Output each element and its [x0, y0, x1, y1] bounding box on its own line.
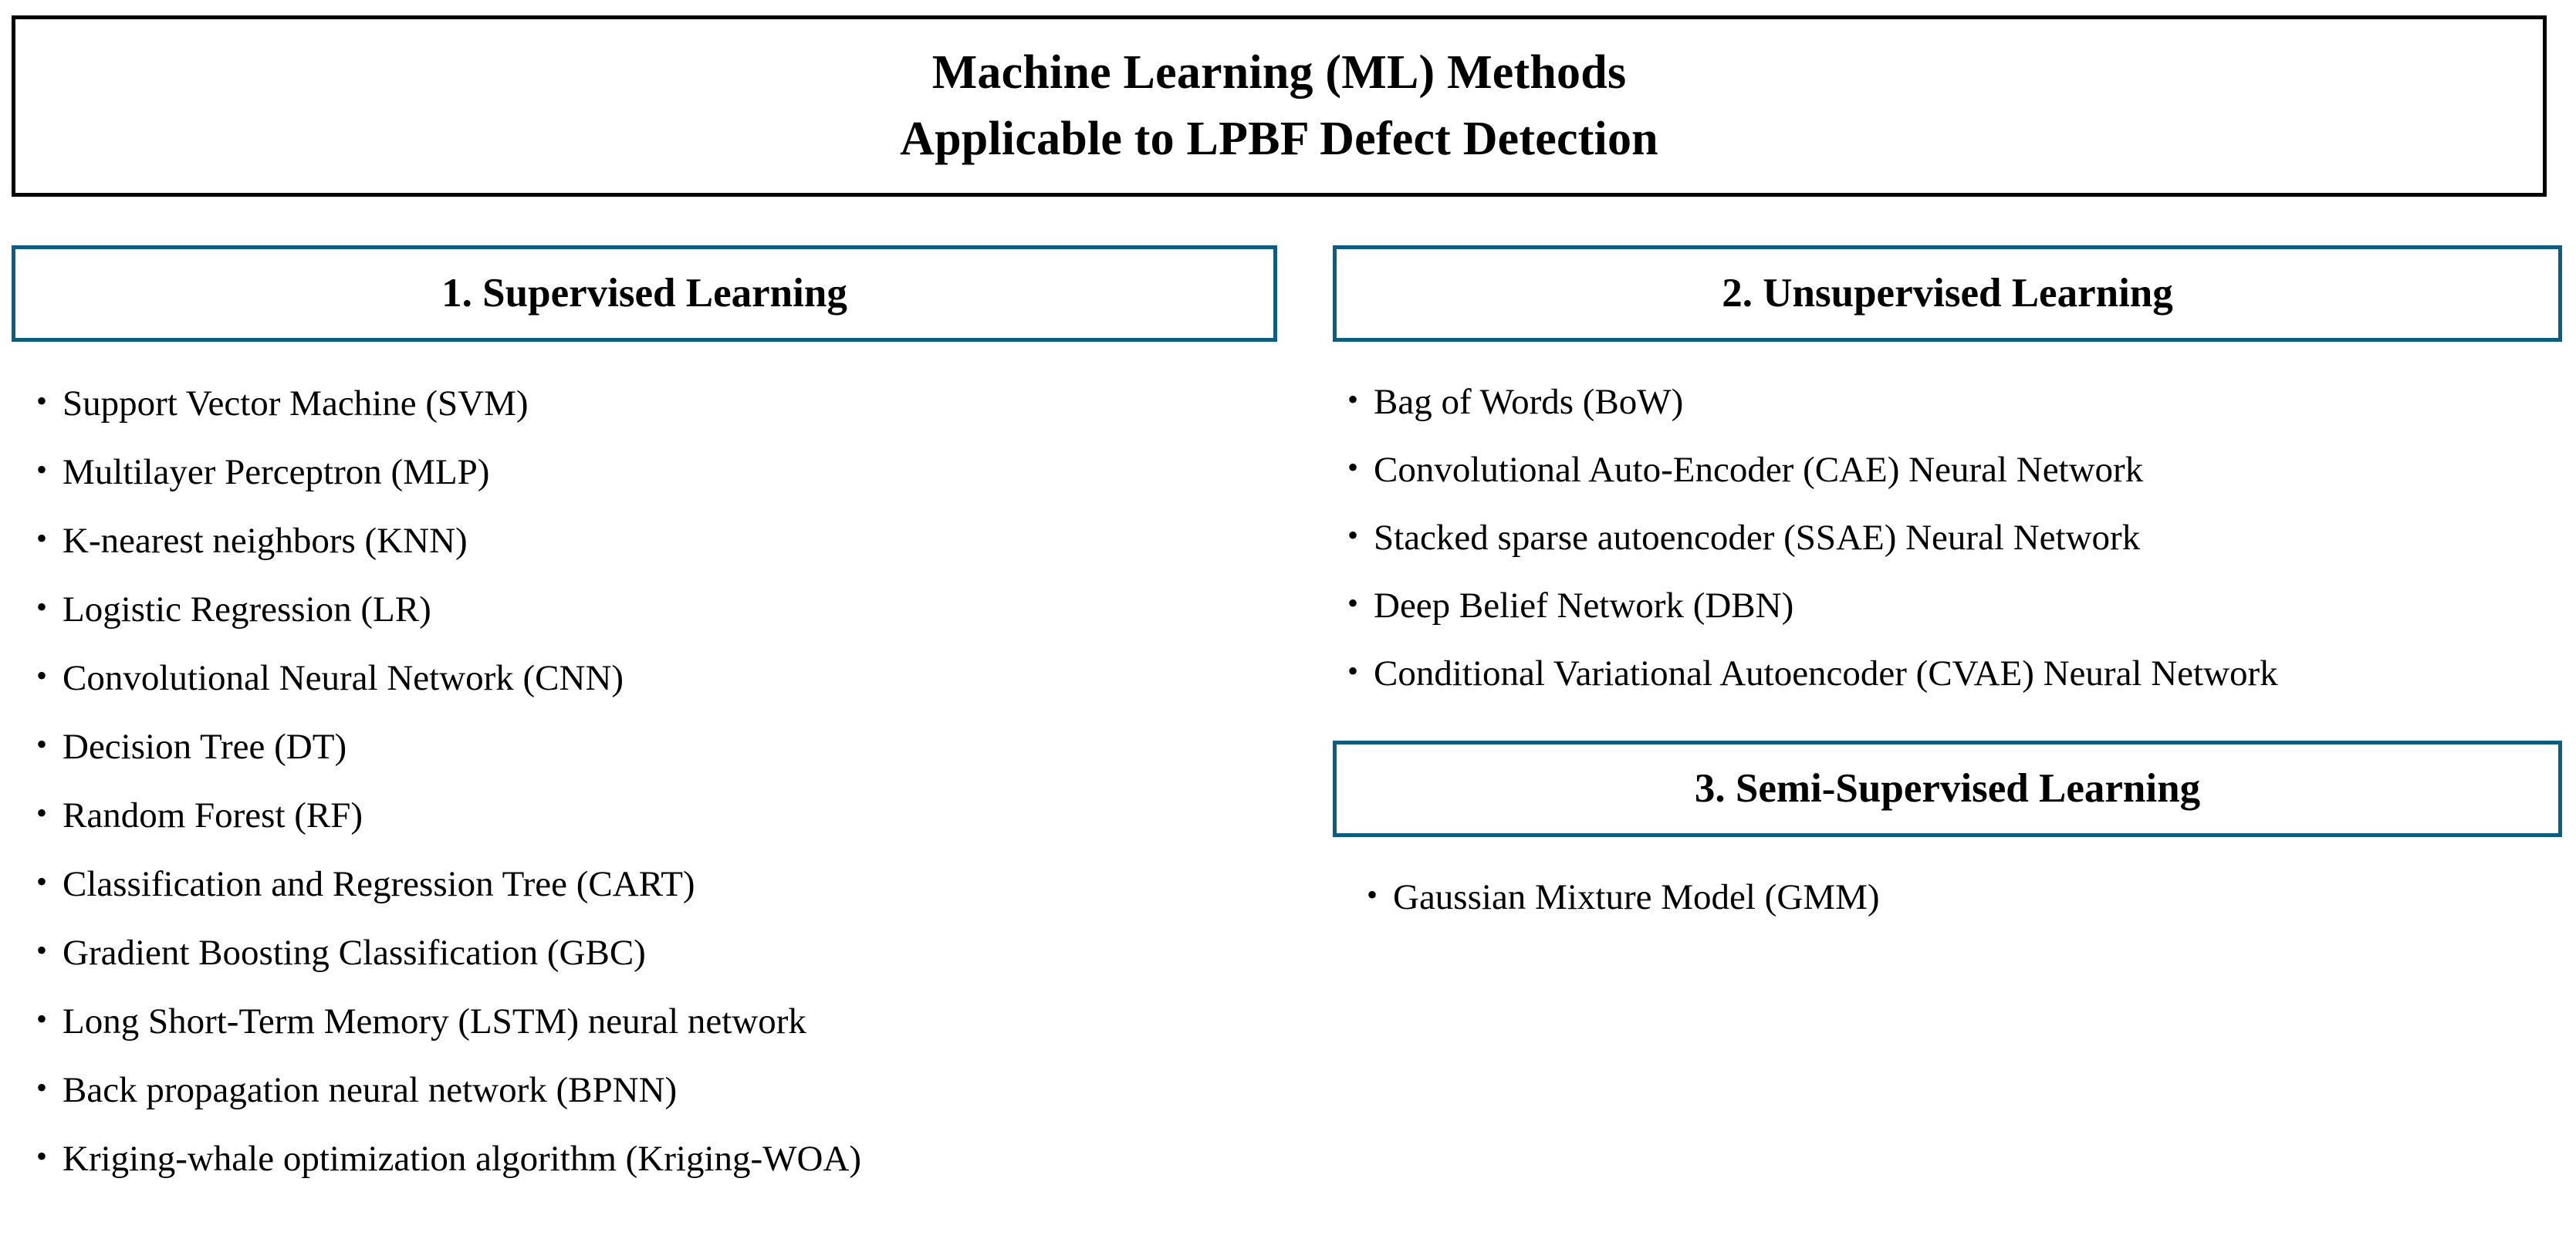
list-item: • Convolutional Neural Network (CNN)	[25, 660, 1277, 697]
section-title-unsupervised: 2. Unsupervised Learning	[1722, 271, 2173, 316]
list-item-label: Gaussian Mixture Model (GMM)	[1393, 877, 1880, 917]
bullet-icon: •	[36, 658, 48, 693]
list-item: • Conditional Variational Autoencoder (C…	[1337, 656, 2562, 692]
list-item: • Deep Belief Network (DBN)	[1337, 588, 2562, 624]
bullet-icon: •	[36, 795, 48, 830]
diagram-title-box: Machine Learning (ML) Methods Applicable…	[12, 15, 2547, 197]
list-item: • Random Forest (RF)	[25, 798, 1277, 834]
bullet-icon: •	[1367, 877, 1378, 912]
list-item: • Long Short-Term Memory (LSTM) neural n…	[25, 1004, 1277, 1040]
bullet-icon: •	[36, 383, 48, 418]
bullet-icon: •	[36, 1139, 48, 1173]
list-item-label: Logistic Regression (LR)	[63, 589, 431, 630]
list-item: • Support Vector Machine (SVM)	[25, 386, 1277, 422]
bullet-icon: •	[1347, 518, 1359, 552]
bullet-icon: •	[36, 727, 48, 761]
list-item-label: Conditional Variational Autoencoder (CVA…	[1374, 653, 2278, 694]
section-header-semi-supervised: 3. Semi-Supervised Learning	[1333, 741, 2562, 837]
list-item-label: Support Vector Machine (SVM)	[63, 383, 529, 424]
unsupervised-methods-list: • Bag of Words (BoW) • Convolutional Aut…	[1337, 384, 2562, 692]
bullet-icon: •	[36, 1001, 48, 1036]
section-title-semi-supervised: 3. Semi-Supervised Learning	[1694, 766, 2201, 812]
list-item: • Gaussian Mixture Model (GMM)	[1356, 880, 2562, 916]
list-item-label: Bag of Words (BoW)	[1374, 382, 1684, 422]
list-item-label: Back propagation neural network (BPNN)	[63, 1070, 678, 1110]
list-item: • Multilayer Perceptron (MLP)	[25, 454, 1277, 491]
list-item-label: Deep Belief Network (DBN)	[1374, 586, 1794, 626]
list-item-label: Kriging-whale optimization algorithm (Kr…	[63, 1139, 862, 1179]
semi-supervised-methods-list: • Gaussian Mixture Model (GMM)	[1356, 880, 2562, 916]
list-item-label: Multilayer Perceptron (MLP)	[63, 452, 490, 492]
list-item-label: Stacked sparse autoencoder (SSAE) Neural…	[1374, 518, 2141, 558]
list-item-label: K-nearest neighbors (KNN)	[63, 521, 468, 561]
bullet-icon: •	[36, 589, 48, 624]
list-item: • K-nearest neighbors (KNN)	[25, 523, 1277, 559]
list-item: • Classification and Regression Tree (CA…	[25, 866, 1277, 903]
list-item-label: Classification and Regression Tree (CART…	[63, 864, 695, 904]
list-item-label: Long Short-Term Memory (LSTM) neural net…	[63, 1001, 806, 1042]
list-item-label: Convolutional Auto-Encoder (CAE) Neural …	[1374, 450, 2144, 490]
list-item: • Decision Tree (DT)	[25, 729, 1277, 765]
section-header-unsupervised: 2. Unsupervised Learning	[1333, 245, 2562, 342]
bullet-icon: •	[1347, 653, 1359, 688]
bullet-icon: •	[36, 1070, 48, 1105]
page-title-line-1: Machine Learning (ML) Methods	[931, 46, 1627, 99]
semi-supervised-header-wrapper: 3. Semi-Supervised Learning	[1333, 741, 2562, 837]
list-item-label: Decision Tree (DT)	[63, 727, 347, 767]
list-item: • Stacked sparse autoencoder (SSAE) Neur…	[1337, 520, 2562, 556]
bullet-icon: •	[1347, 586, 1359, 620]
bullet-icon: •	[36, 521, 48, 555]
bullet-icon: •	[36, 864, 48, 899]
page-title-line-2: Applicable to LPBF Defect Detection	[900, 112, 1658, 165]
list-item: • Kriging-whale optimization algorithm (…	[25, 1141, 1277, 1177]
bullet-icon: •	[1347, 450, 1359, 485]
list-item: • Gradient Boosting Classification (GBC)	[25, 935, 1277, 971]
list-item-label: Gradient Boosting Classification (GBC)	[63, 933, 646, 973]
list-item: • Back propagation neural network (BPNN)	[25, 1072, 1277, 1109]
section-title-supervised: 1. Supervised Learning	[441, 271, 847, 316]
list-item-label: Random Forest (RF)	[63, 795, 363, 836]
list-item: • Bag of Words (BoW)	[1337, 384, 2562, 420]
bullet-icon: •	[36, 933, 48, 967]
list-item-label: Convolutional Neural Network (CNN)	[63, 658, 624, 698]
section-header-supervised: 1. Supervised Learning	[12, 245, 1277, 342]
supervised-methods-list: • Support Vector Machine (SVM) • Multila…	[25, 386, 1277, 1177]
bullet-icon: •	[36, 452, 48, 487]
bullet-icon: •	[1347, 382, 1359, 417]
column-supervised: 1. Supervised Learning • Support Vector …	[12, 245, 1277, 1210]
list-item: • Logistic Regression (LR)	[25, 592, 1277, 628]
list-item: • Convolutional Auto-Encoder (CAE) Neura…	[1337, 452, 2562, 488]
column-unsupervised: 2. Unsupervised Learning • Bag of Words …	[1333, 245, 2562, 945]
